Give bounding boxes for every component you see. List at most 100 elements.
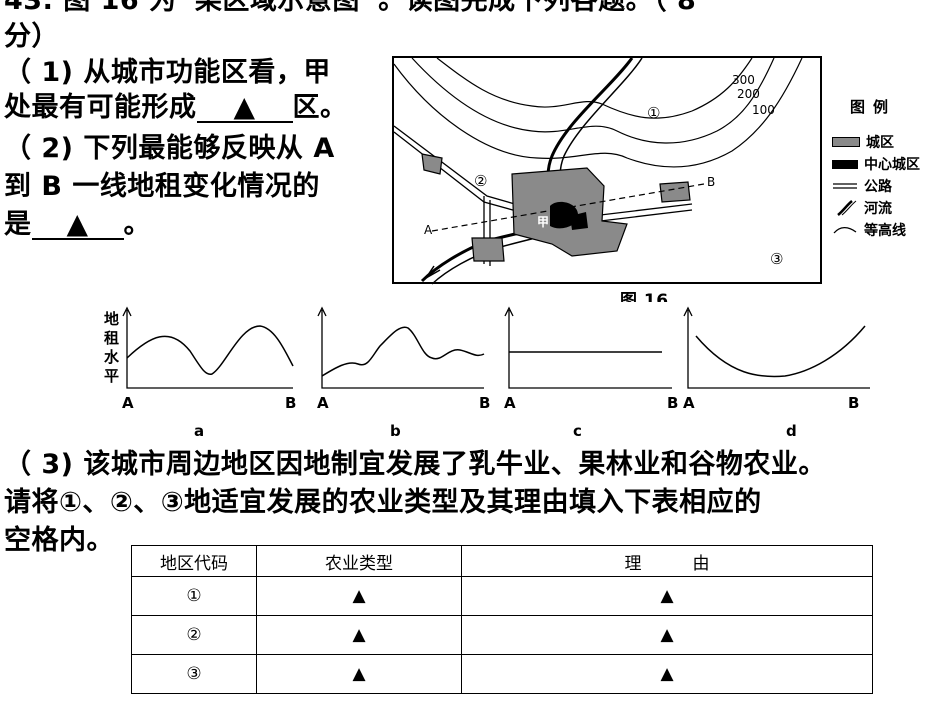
- q1-answer-blank[interactable]: ▲: [196, 93, 293, 123]
- y-axis-label-char: 平: [104, 367, 119, 385]
- q2-answer-blank[interactable]: ▲: [31, 210, 124, 240]
- a-b-transect-line: [431, 183, 705, 232]
- table-row: ③ ▲ ▲: [131, 654, 873, 694]
- panel-label: b: [390, 422, 401, 440]
- graph-axes: [508, 310, 672, 389]
- legend-label: 公路: [864, 179, 892, 195]
- land-rent-graphs: 地 租 水 平 A B a A B b A B c A B d: [104, 306, 870, 440]
- legend-item-center: 中心城区: [832, 153, 920, 175]
- region-code-cell: ②: [131, 615, 257, 655]
- table-header: 农业类型: [256, 545, 462, 577]
- panel-label: a: [194, 422, 204, 440]
- legend-label: 城区: [866, 135, 894, 151]
- map-frame: [392, 56, 822, 284]
- highway-symbol-icon: [833, 183, 857, 189]
- y-axis-label-char: 租: [104, 329, 119, 347]
- legend-item-river: 河流: [832, 197, 920, 219]
- question-heading-line1: 43. 图 16 为“某区域示意图”。读图完成下列各题。（ 8: [4, 0, 697, 16]
- question-heading-line2: 分）: [4, 21, 59, 52]
- axis-start-label: A: [683, 394, 695, 412]
- axis-arrow-icon: [683, 306, 693, 317]
- graph-panel-c: A B c: [504, 306, 678, 440]
- point-b-label: B: [707, 175, 715, 189]
- answer-triangle: ▲: [66, 207, 89, 240]
- table-row: ① ▲ ▲: [131, 576, 873, 616]
- rent-curve: [695, 325, 866, 378]
- panel-label: d: [786, 422, 797, 440]
- graph-panel-b: A B b: [317, 306, 490, 440]
- legend-item-urban: 城区: [832, 131, 920, 153]
- urban-area: [471, 237, 505, 262]
- urban-swatch-icon: [832, 137, 860, 147]
- axis-start-label: A: [504, 394, 516, 412]
- axis-arrow-icon: [122, 306, 132, 317]
- q1-line2: 处最有可能形成 ▲ 区。: [4, 93, 348, 123]
- graph-panel-a: A B a: [122, 306, 296, 440]
- legend-label: 河流: [864, 201, 892, 217]
- river-symbol-icon: [837, 200, 857, 216]
- contour-label-200: 200: [737, 87, 760, 101]
- axis-start-label: A: [122, 394, 134, 412]
- q3-line3: 空格内。: [4, 525, 114, 556]
- q1-line1: （ 1) 从城市功能区看，甲: [4, 57, 331, 88]
- answer-table: 地区代码 农业类型 理 由 ① ▲ ▲ ② ▲ ▲ ③ ▲ ▲: [131, 545, 873, 694]
- central-district-shape: [570, 212, 588, 230]
- legend-item-contour: 等高线: [832, 219, 920, 241]
- region-map: A B 甲 300 200 100 ① ② ③: [392, 56, 822, 285]
- river-flow-arrow: [425, 265, 441, 279]
- contour-label-100: 100: [752, 103, 775, 117]
- legend-item-highway: 公路: [832, 175, 920, 197]
- urban-area: [659, 181, 691, 203]
- jia-label: 甲: [537, 215, 549, 229]
- agriculture-type-cell[interactable]: ▲: [256, 654, 462, 694]
- graph-axes: [687, 310, 870, 389]
- table-header: 理 由: [461, 545, 873, 577]
- y-axis-label-char: 水: [104, 348, 120, 366]
- reason-cell[interactable]: ▲: [461, 654, 873, 694]
- axis-start-label: A: [317, 394, 329, 412]
- legend-title: 图例: [850, 98, 897, 116]
- area-2-label: ②: [474, 172, 487, 190]
- answer-triangle: ▲: [233, 90, 256, 123]
- axis-end-label: B: [479, 394, 490, 412]
- graph-panel-d: A B d: [683, 306, 870, 440]
- q1-suffix: 区。: [292, 92, 348, 123]
- q2-line2: 到 B 一线地租变化情况的: [4, 171, 320, 202]
- q3-line1: （ 3) 该城市周边地区因地制宜发展了乳牛业、果林业和谷物农业。: [4, 449, 826, 480]
- map-legend: 图例 城区 中心城区 公路 河流 等高线: [832, 96, 920, 241]
- map-caption: 图 16: [620, 292, 669, 302]
- area-1-label: ①: [647, 104, 660, 122]
- panel-label: c: [573, 422, 582, 440]
- q2-line1: （ 2) 下列最能够反映从 A: [4, 133, 335, 164]
- q2-line3: 是▲。: [4, 210, 151, 240]
- q1-text: 处最有可能形成: [4, 92, 197, 123]
- graph-axes: [126, 310, 293, 389]
- legend-label: 中心城区: [864, 157, 920, 173]
- center-swatch-icon: [832, 159, 858, 169]
- region-code-cell: ③: [131, 654, 257, 694]
- graph-axes: [321, 310, 484, 389]
- agriculture-type-cell[interactable]: ▲: [256, 576, 462, 616]
- y-axis-label-char: 地: [104, 310, 119, 328]
- reason-cell[interactable]: ▲: [461, 615, 873, 655]
- central-district: [550, 201, 588, 230]
- urban-area: [421, 153, 443, 175]
- contour-label-300: 300: [732, 73, 755, 87]
- rent-curve: [126, 325, 294, 375]
- contour-line: [393, 57, 803, 168]
- legend-label: 等高线: [864, 223, 906, 239]
- axis-arrow-icon: [317, 306, 327, 317]
- agriculture-type-cell[interactable]: ▲: [256, 615, 462, 655]
- axis-end-label: B: [285, 394, 296, 412]
- region-code-cell: ①: [131, 576, 257, 616]
- contour-line: [411, 57, 775, 144]
- contour-line: [436, 57, 753, 119]
- axis-arrow-icon: [504, 306, 514, 317]
- rent-curve: [321, 326, 485, 377]
- q2-text: 是: [4, 209, 32, 240]
- table-header: 地区代码: [131, 545, 257, 577]
- contour-symbol-icon: [833, 226, 857, 234]
- table-header-row: 地区代码 农业类型 理 由: [131, 545, 873, 577]
- point-a-label: A: [424, 223, 433, 237]
- reason-cell[interactable]: ▲: [461, 576, 873, 616]
